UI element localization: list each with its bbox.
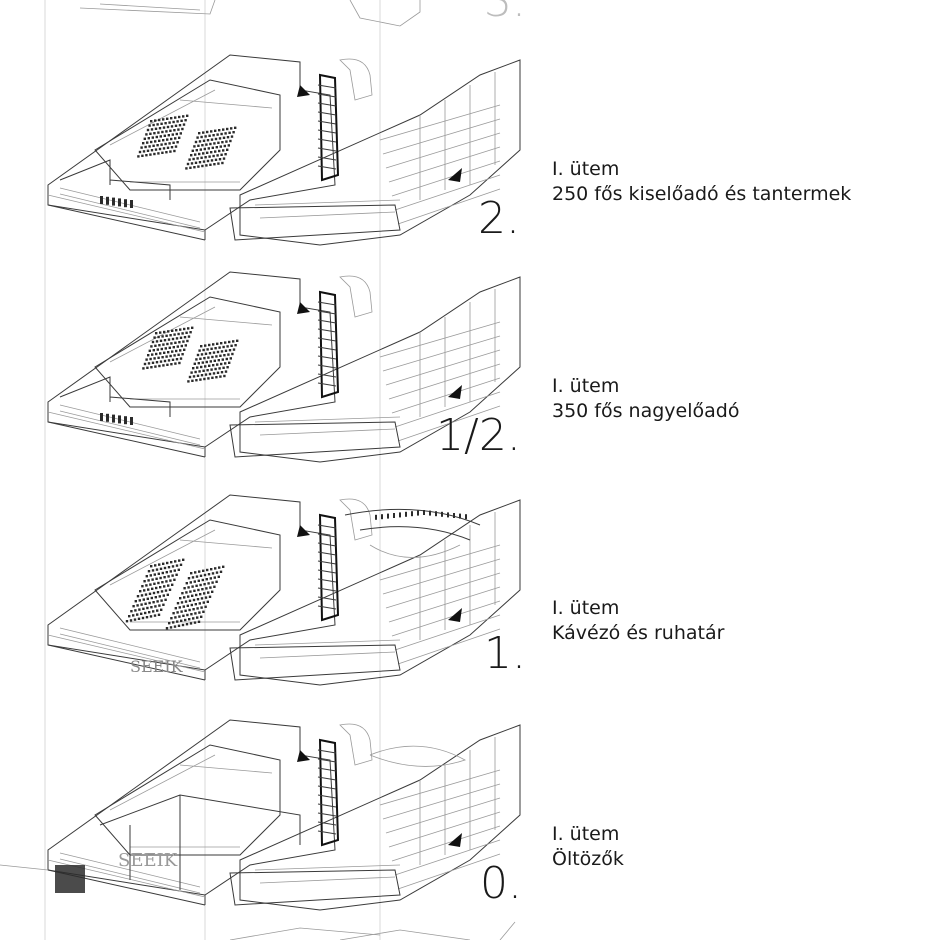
phase-label: I. ütem (552, 823, 620, 845)
facade-sign: SEEIK (118, 850, 178, 871)
floor-plate (47, 271, 521, 463)
floor-plate (47, 54, 521, 246)
phase-label: I. ütem (552, 597, 620, 619)
level-number: 0. (480, 858, 522, 909)
phase-label: I. ütem (552, 158, 620, 180)
level-number: 1/2. (436, 410, 521, 461)
phase-label: I. ütem (552, 375, 620, 397)
level-number: 1. (484, 628, 526, 679)
level-caption: I. ütem 350 fős nagyelőadó (552, 374, 739, 424)
level-caption: I. ütem Kávézó és ruhatár (552, 596, 724, 646)
function-label: 350 fős nagyelőadó (552, 400, 740, 422)
function-label: 250 fős kiselőadó és tantermek (552, 183, 852, 205)
function-label: Öltözők (552, 848, 624, 870)
floor-plate (0, 719, 521, 911)
level-caption: I. ütem 250 fős kiselőadó és tantermek (552, 157, 851, 207)
facade-sign: SEEIK (130, 657, 184, 676)
level-3-fragment (79, 0, 421, 27)
level-caption: I. ütem Öltözők (552, 822, 624, 872)
floor-plate (47, 494, 521, 686)
level-number: 3. (484, 0, 526, 27)
function-label: Kávézó és ruhatár (552, 622, 725, 644)
level-number: 2. (478, 193, 520, 244)
basement-fragment (229, 921, 516, 941)
